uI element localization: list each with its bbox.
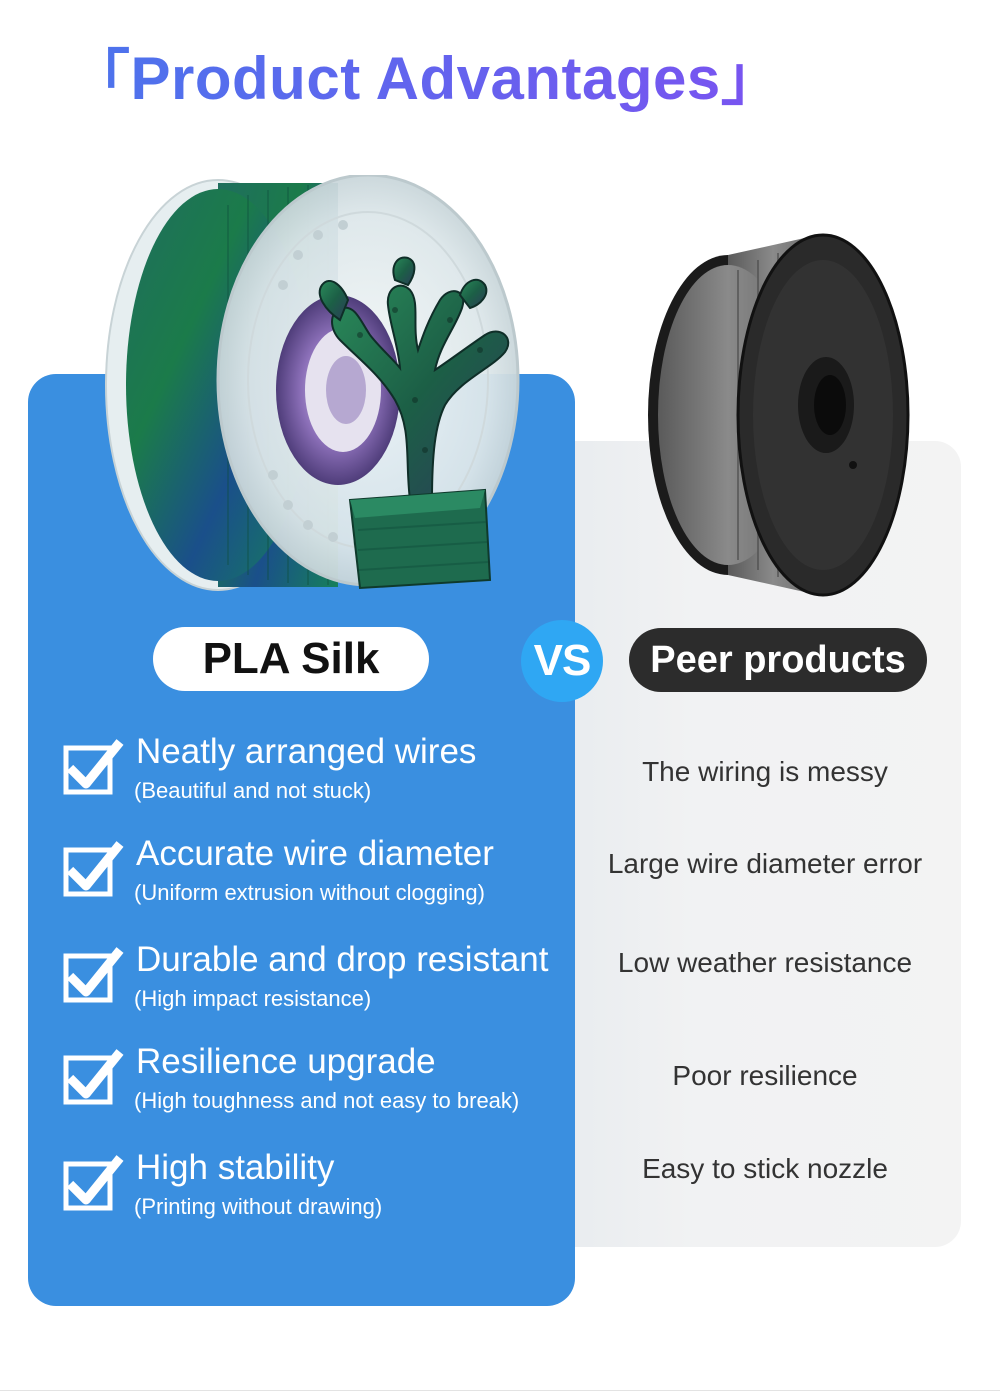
vs-badge: VS [521, 620, 603, 702]
checkbox-checked-icon [63, 1049, 124, 1105]
feature-subtitle: (High impact resistance) [134, 986, 372, 1011]
peer-drawback-item: Poor resilience [672, 1060, 858, 1091]
divider [0, 1390, 1000, 1391]
peer-products-label: Peer products [629, 628, 927, 692]
peer-filament-spool-image [648, 233, 910, 597]
feature-title: Neatly arranged wires [136, 732, 477, 771]
feature-subtitle: (High toughness and not easy to break) [134, 1088, 520, 1113]
coral-print-model-image [318, 256, 510, 590]
feature-title: High stability [136, 1148, 335, 1187]
feature-title: Durable and drop resistant [136, 940, 549, 979]
checkbox-checked-icon [63, 739, 124, 795]
pla-silk-label: PLA Silk [153, 627, 429, 691]
feature-subtitle: (Uniform extrusion without clogging) [134, 880, 485, 905]
page-title: 「Product Advantages」 [70, 30, 781, 117]
peer-drawback-item: Large wire diameter error [607, 848, 923, 879]
peer-drawback-item: Easy to stick nozzle [642, 1153, 888, 1184]
checkbox-checked-icon [63, 947, 124, 1003]
peer-drawback-item: The wiring is messy [642, 756, 888, 787]
checkbox-checked-icon [63, 1155, 124, 1211]
feature-title: Accurate wire diameter [136, 834, 494, 873]
feature-subtitle: (Printing without drawing) [134, 1194, 383, 1219]
feature-subtitle: (Beautiful and not stuck) [134, 778, 372, 803]
checkbox-checked-icon [63, 841, 124, 897]
feature-title: Resilience upgrade [136, 1042, 436, 1081]
peer-drawback-item: Low weather resistance [617, 947, 913, 978]
